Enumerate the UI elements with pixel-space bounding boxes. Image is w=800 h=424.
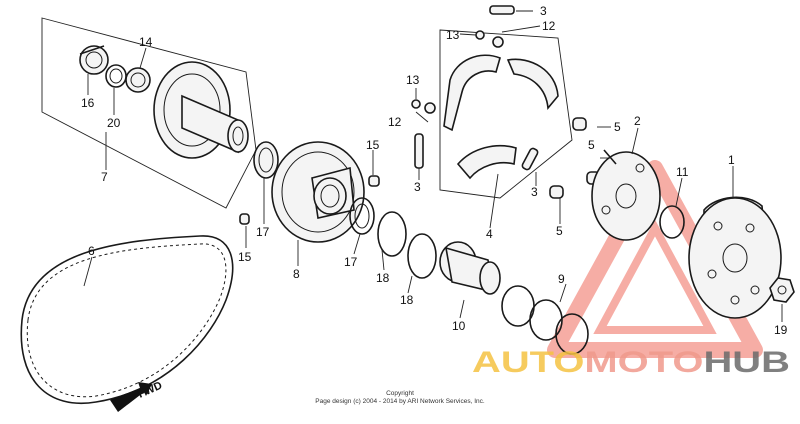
part-number-9: 9 xyxy=(558,272,565,286)
oring-18-b xyxy=(407,233,437,279)
seal-17-left xyxy=(253,141,279,179)
drive-face-7 xyxy=(153,61,249,159)
part-number-6: 6 xyxy=(88,244,95,258)
watermark-part-3: HUB xyxy=(703,346,790,379)
part-number-8: 8 xyxy=(293,267,300,281)
washer-12-top xyxy=(492,36,504,48)
fwd-arrow-icon xyxy=(110,382,152,412)
part-number-12-top: 12 xyxy=(542,19,556,33)
part-number-7: 7 xyxy=(101,170,108,184)
part-number-5-lower: 5 xyxy=(556,224,563,238)
part-number-13-top: 13 xyxy=(446,28,460,42)
seal-20 xyxy=(105,64,127,88)
part-number-13-left: 13 xyxy=(406,73,420,87)
pin-15-upper xyxy=(368,175,380,187)
watermark-part-1: AUTO xyxy=(472,346,584,379)
drive-belt-6 xyxy=(20,235,234,404)
part-number-3-right: 3 xyxy=(531,185,538,199)
seal-17-middle xyxy=(349,197,375,235)
washer-12-left xyxy=(424,102,436,114)
part-number-1: 1 xyxy=(728,153,735,167)
clutch-shoes-4 xyxy=(443,54,559,180)
oring-18-a xyxy=(377,211,407,257)
drive-pulley-frame xyxy=(41,17,257,209)
driven-face-8 xyxy=(271,141,365,243)
part-number-17-middle: 17 xyxy=(344,255,358,269)
part-number-15-lower: 15 xyxy=(238,250,252,264)
clutch-outer-1 xyxy=(688,196,782,319)
part-number-17-left: 17 xyxy=(256,225,270,239)
part-number-18-upper: 18 xyxy=(376,271,390,285)
spring-3-middle xyxy=(414,133,424,169)
copyright-line-1: Copyright xyxy=(386,390,414,397)
part-number-16: 16 xyxy=(81,96,95,110)
part-number-3-top: 3 xyxy=(540,4,547,18)
washer-13-left xyxy=(411,99,421,109)
damper-5-lower xyxy=(549,185,564,199)
part-number-5-upper: 5 xyxy=(614,120,621,134)
damper-5-upper xyxy=(572,117,587,131)
drive-plate-2 xyxy=(591,149,661,241)
nut-19 xyxy=(769,277,795,303)
ring-9-c xyxy=(555,313,589,355)
part-number-19: 19 xyxy=(774,323,788,337)
part-number-14: 14 xyxy=(139,35,153,49)
watermark-part-2: MOTO xyxy=(584,346,703,379)
part-number-labels: 3 12 13 14 13 16 12 20 5 2 15 5 1 7 11 3… xyxy=(81,4,788,337)
spring-3-top xyxy=(489,5,515,15)
part-number-10: 10 xyxy=(452,319,466,333)
leader-lines xyxy=(83,10,783,322)
copyright-line-2: Page design (c) 2004 - 2014 by ARI Netwo… xyxy=(315,398,485,405)
ring-9-b xyxy=(529,299,563,341)
bearing-14 xyxy=(125,67,151,93)
part-number-18-lower: 18 xyxy=(400,293,414,307)
pin-15-lower xyxy=(239,213,250,225)
washer-11 xyxy=(659,205,685,239)
part-number-2: 2 xyxy=(634,114,641,128)
part-number-15-upper: 15 xyxy=(366,138,380,152)
collar-10 xyxy=(439,241,501,295)
part-number-11: 11 xyxy=(676,165,689,179)
spring-3-right xyxy=(521,147,539,171)
part-number-12-left: 12 xyxy=(388,115,402,129)
bearing-16 xyxy=(79,45,109,75)
part-number-3-middle: 3 xyxy=(414,180,421,194)
clutch-shoe-frame xyxy=(439,29,573,199)
part-number-4: 4 xyxy=(486,227,493,241)
part-number-20: 20 xyxy=(107,116,121,130)
washer-13-top xyxy=(475,30,485,40)
part-number-5-middle: 5 xyxy=(588,138,595,152)
